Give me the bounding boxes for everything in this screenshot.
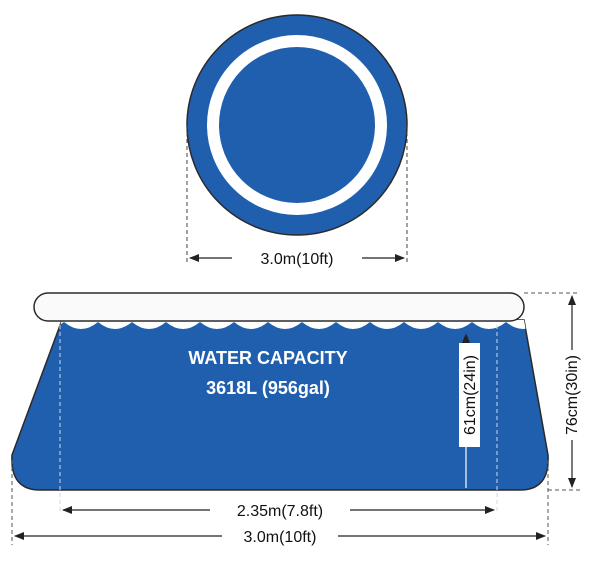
total-height-label: 76cm(30in)	[564, 355, 581, 435]
bottom-diameter-label: 2.35m(7.8ft)	[237, 503, 323, 520]
water-capacity-value: 3618L (956gal)	[206, 378, 330, 398]
overall-diameter-label: 3.0m(10ft)	[244, 529, 317, 546]
side-view: WATER CAPACITY 3618L (956gal) 61cm(24in)…	[11, 292, 581, 546]
water-depth-label: 61cm(24in)	[462, 355, 479, 435]
top-view-outer-circle	[186, 14, 408, 236]
top-view-white-ring	[207, 35, 387, 215]
inflatable-rim	[33, 292, 525, 322]
top-view: 3.0m(10ft)	[186, 14, 408, 268]
water-capacity-title: WATER CAPACITY	[188, 348, 347, 368]
top-view-diameter-label: 3.0m(10ft)	[261, 251, 334, 268]
